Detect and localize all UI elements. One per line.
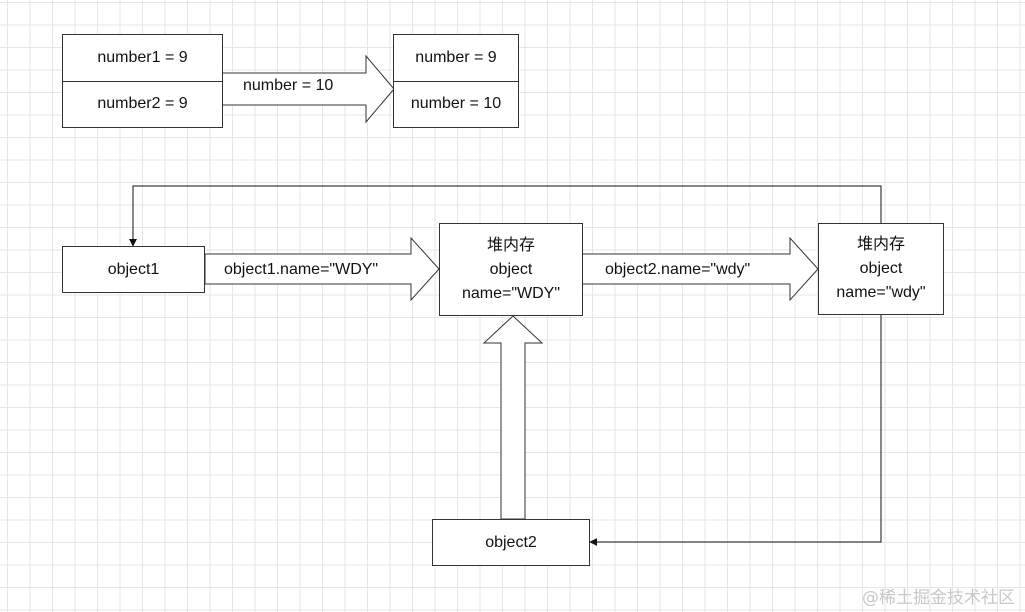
connector-heap2-to-object2 [589, 315, 882, 546]
edge-label-object1-name: object1.name="WDY" [224, 261, 379, 278]
block-arrow-number-copy [221, 54, 395, 124]
block-arrow-object2-to-heap1 [482, 315, 544, 520]
heap1-title: 堆内存 [486, 236, 535, 254]
object2-box: object2 [432, 519, 590, 566]
heap1-box: 堆内存 object name="WDY" [439, 223, 583, 316]
heap1-name: name="WDY" [461, 284, 561, 302]
stack-before-number2: number2 = 9 [63, 80, 222, 128]
object1-label: object1 [107, 260, 160, 278]
stack-before-box: number1 = 9 number2 = 9 [62, 34, 223, 128]
connector-heap2-to-object1 [129, 185, 882, 247]
block-arrow-heap1-to-heap2 [581, 236, 819, 302]
stack-before-number1: number1 = 9 [97, 48, 188, 66]
stack-after-number: number = 9 [415, 48, 497, 66]
edge-label-object2-name: object2.name="wdy" [605, 261, 751, 278]
heap1-type: object [489, 260, 533, 278]
stack-after-box: number = 9 number = 10 [393, 34, 519, 128]
heap2-box: 堆内存 object name="wdy" [818, 223, 944, 315]
stack-after-number-updated: number = 10 [394, 80, 518, 128]
object2-label: object2 [485, 533, 537, 551]
heap2-type: object [859, 260, 903, 277]
object1-box: object1 [62, 246, 205, 293]
arrow-label-number-assign: number = 10 [243, 77, 334, 94]
block-arrow-object1-to-heap1 [204, 236, 440, 302]
watermark: @稀土掘金技术社区 [862, 588, 1015, 608]
heap2-name: name="wdy" [836, 284, 926, 301]
heap2-title: 堆内存 [856, 236, 905, 253]
